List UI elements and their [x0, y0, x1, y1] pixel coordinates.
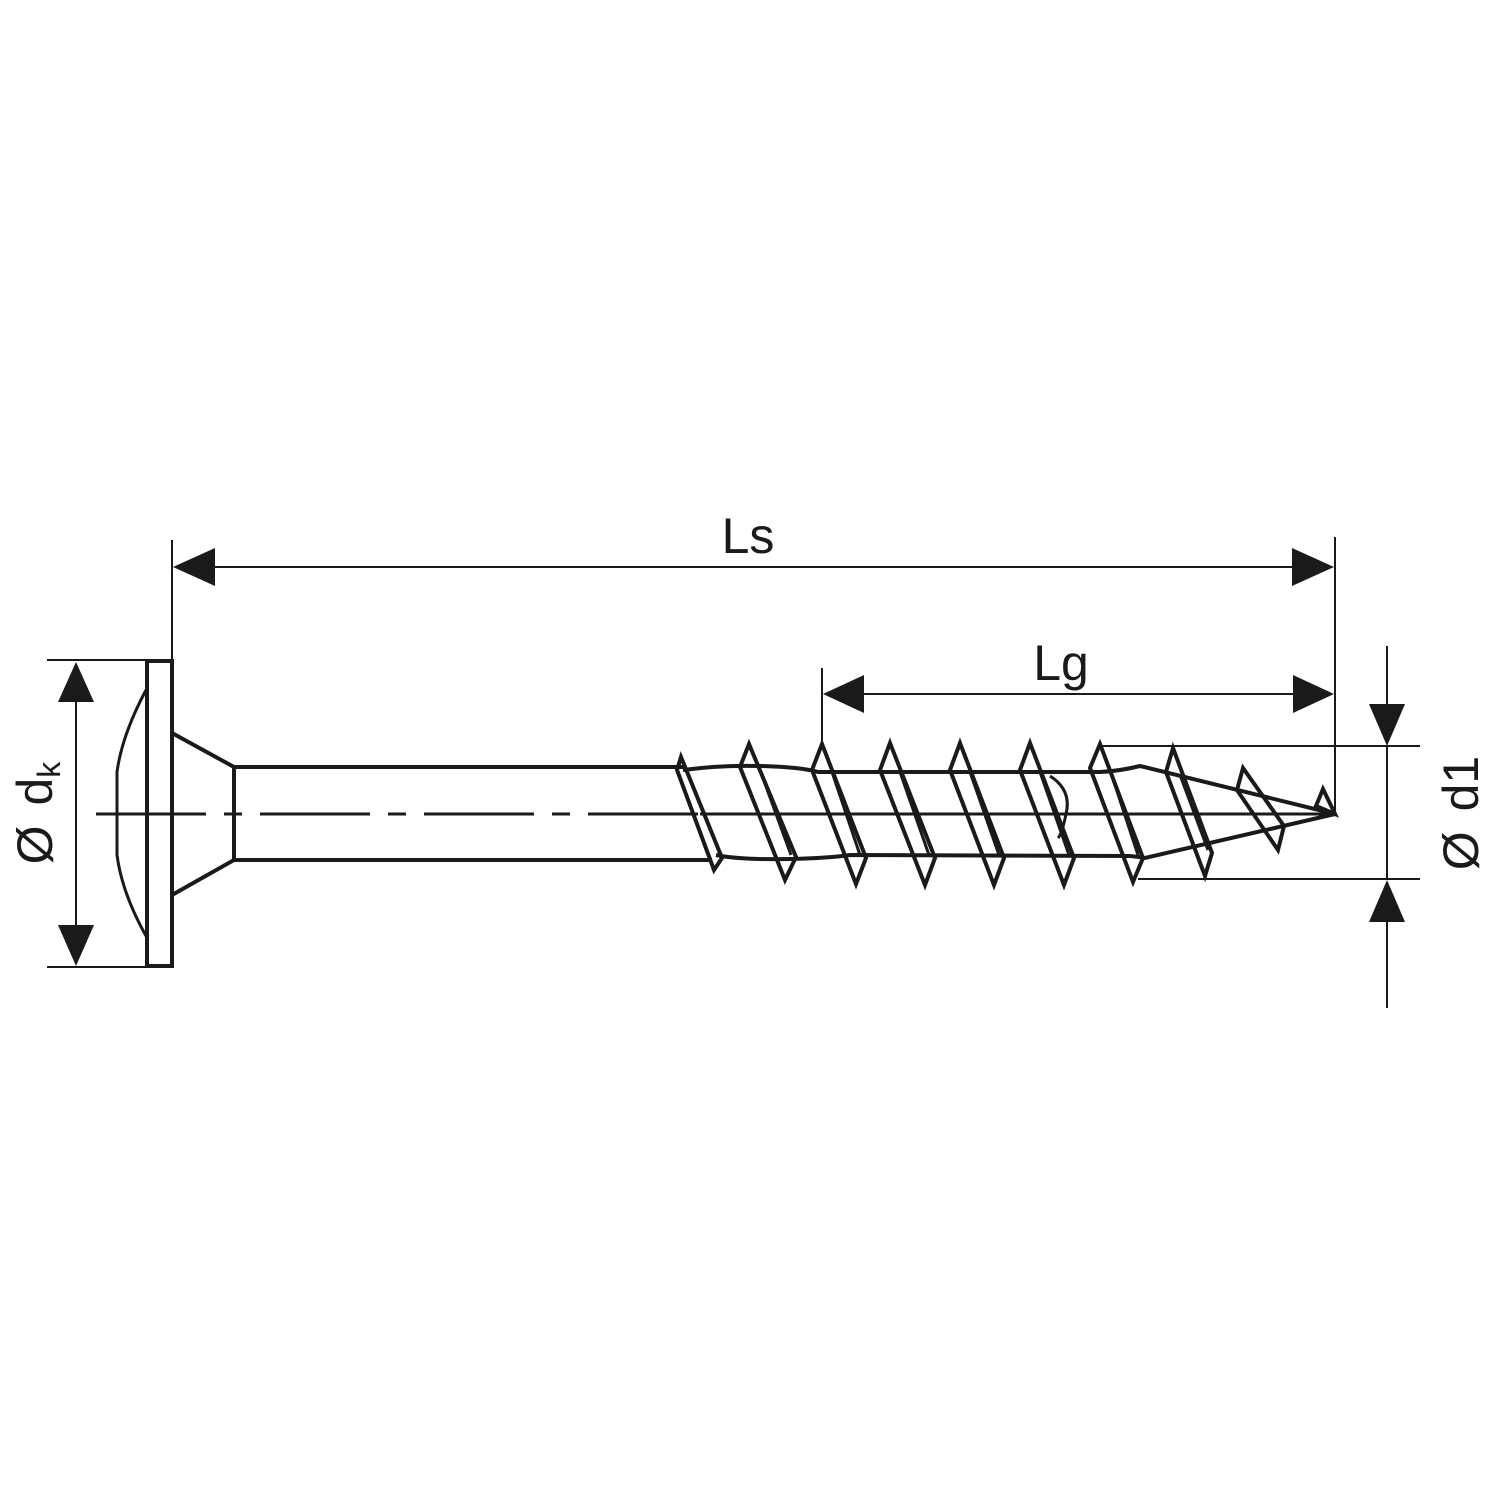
- label-ls: Ls: [722, 508, 775, 564]
- dimension-d1: Ø d1: [1369, 646, 1489, 1008]
- arrow-up-icon: [58, 662, 94, 702]
- arrow-down-icon: [1369, 704, 1405, 746]
- arrow-down-icon: [58, 925, 94, 966]
- thread-flights: [674, 737, 1340, 891]
- arrow-left-icon: [823, 675, 864, 713]
- screw-head: [115, 659, 236, 968]
- dimension-ls: Ls: [173, 508, 1334, 586]
- extension-lines: [47, 537, 1420, 968]
- label-lg: Lg: [1033, 635, 1089, 691]
- arrow-right-icon: [1292, 548, 1334, 586]
- arrow-left-icon: [173, 548, 215, 586]
- arrow-right-icon: [1293, 675, 1334, 713]
- dimension-dk: Ø dk: [7, 662, 94, 966]
- screw-shank: [234, 765, 712, 862]
- label-dk: Ø dk: [7, 761, 67, 865]
- label-d1: Ø d1: [1433, 756, 1489, 870]
- dimension-lg: Lg: [823, 635, 1334, 713]
- arrow-up-icon: [1369, 880, 1405, 922]
